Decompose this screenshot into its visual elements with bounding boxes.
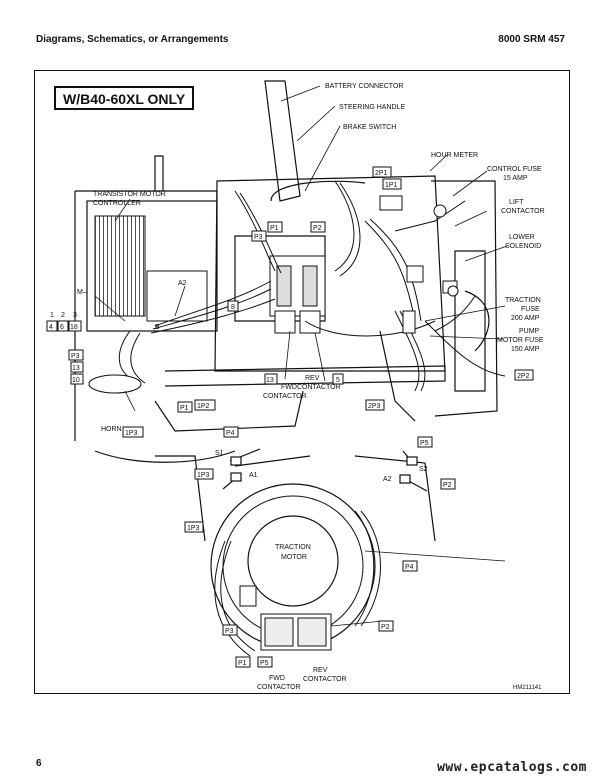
component-labels: BATTERY CONNECTOR STEERING HANDLE BRAKE …: [77, 83, 545, 691]
tag-13-mid: 13: [266, 377, 274, 384]
tag-p2-bottom: P2: [381, 624, 390, 631]
wire-tags: 2P1 1P1 P1 P2 P3 8 1 2 3 4 6 18 P3 13 10…: [46, 166, 534, 668]
label-pump-fuse-1: PUMP: [519, 328, 540, 335]
label-rev-contactor: CONTACTOR: [297, 384, 341, 391]
label-hour-meter: HOUR METER: [431, 152, 478, 159]
document-number: 8000 SRM 457: [498, 34, 565, 45]
label-traction-fuse-1: TRACTION: [505, 297, 541, 304]
tag-13-left: 13: [72, 365, 80, 372]
label-pump-fuse-2: MOTOR FUSE: [497, 337, 544, 344]
label-b: B: [155, 324, 160, 331]
tag-2p2: 2P2: [517, 373, 530, 380]
label-fwd-contactor: CONTACTOR: [263, 393, 307, 400]
label-fwd-bottom-contactor: CONTACTOR: [257, 684, 301, 691]
leader-lines: [94, 85, 508, 627]
label-tmc-2: CONTROLLER: [93, 200, 141, 207]
tag-8: 8: [231, 304, 235, 311]
tag-p2-right: P2: [443, 482, 452, 489]
tag-1p1: 1P1: [385, 182, 398, 189]
bottom-contactors: [239, 585, 332, 651]
tag-p1-mid: P1: [180, 405, 189, 412]
tag-p1-bottom: P1: [238, 660, 247, 667]
watermark: www.epcatalogs.com: [437, 760, 587, 775]
title-box: [54, 86, 194, 110]
page-number: 6: [36, 758, 42, 769]
label-rev: REV: [305, 375, 320, 382]
label-horn: HORN: [101, 426, 122, 433]
label-traction-motor-1: TRACTION: [275, 544, 311, 551]
label-battery-connector: BATTERY CONNECTOR: [325, 83, 403, 90]
label-control-fuse-amp: 15 AMP: [503, 175, 528, 182]
tag-p4-right: P4: [405, 564, 414, 571]
label-fwd-bottom: FWD: [269, 675, 285, 682]
truck-body: [74, 80, 498, 463]
tag-4: 4: [49, 324, 53, 331]
horn: [88, 374, 142, 394]
field-leads: [222, 448, 428, 492]
label-lower-solenoid: SOLENOID: [505, 243, 541, 250]
label-a2-top: A2: [178, 280, 187, 287]
tag-n2: 2: [61, 312, 65, 319]
tag-p4: P4: [226, 430, 235, 437]
tag-5: 5: [336, 377, 340, 384]
fuses: [379, 195, 459, 334]
drawing-code: HM211141: [513, 685, 542, 691]
label-lower: LOWER: [509, 234, 535, 241]
tag-p3-bottom: P3: [225, 628, 234, 635]
label-traction-motor-2: MOTOR: [281, 554, 307, 561]
label-s2: S2: [419, 466, 428, 473]
tag-p1-top: P1: [270, 225, 279, 232]
tag-p2-top: P2: [313, 225, 322, 232]
label-a2-bottom: A2: [383, 476, 392, 483]
label-lift: LIFT: [509, 199, 524, 206]
label-fwd: FWD: [281, 384, 297, 391]
tag-p3-top: P3: [254, 234, 263, 241]
tag-1p3-a: 1P3: [197, 472, 210, 479]
controller-terminal-block: [146, 270, 208, 322]
label-traction-fuse-2: FUSE: [521, 306, 540, 313]
controller-heatsink: [94, 215, 146, 317]
label-control-fuse: CONTROL FUSE: [487, 166, 542, 173]
tag-1p3-b: 1P3: [187, 525, 200, 532]
tag-p5: P5: [420, 440, 429, 447]
tag-1p3-horn: 1P3: [125, 430, 138, 437]
tag-p5-bottom: P5: [260, 660, 269, 667]
label-tmc-1: TRANSISTOR MOTOR: [93, 191, 166, 198]
tag-p3-left: P3: [71, 353, 80, 360]
tag-2p3: 2P3: [368, 403, 381, 410]
tag-6: 6: [60, 324, 64, 331]
tag-1p2: 1P2: [197, 403, 210, 410]
label-s1: S1: [215, 450, 224, 457]
label-pump-fuse-amp: 150 AMP: [511, 346, 540, 353]
tag-10: 10: [72, 377, 80, 384]
title-text: W/B40-60XL ONLY: [63, 91, 186, 107]
label-traction-fuse-amp: 200 AMP: [511, 315, 540, 322]
label-brake-switch: BRAKE SWITCH: [343, 124, 396, 131]
label-a1: A1: [249, 472, 258, 479]
label-lift-contactor: CONTACTOR: [501, 208, 545, 215]
label-rev-bottom-contactor: CONTACTOR: [303, 676, 347, 683]
label-rev-bottom: REV: [313, 667, 328, 674]
tag-18: 18: [70, 324, 78, 331]
tag-2p1: 2P1: [375, 170, 388, 177]
tag-n1: 1: [50, 312, 54, 319]
section-title: Diagrams, Schematics, or Arrangements: [36, 34, 229, 45]
wiring-diagram: W/B40-60XL ONLY: [46, 80, 545, 691]
tag-n3: 3: [73, 312, 77, 319]
contactor-panel: [269, 255, 326, 334]
label-steering-handle: STEERING HANDLE: [339, 104, 405, 111]
lower-housing: [155, 455, 436, 542]
label-m: M–: [77, 289, 87, 296]
diagram-frame: W/B40-60XL ONLY: [34, 70, 570, 694]
